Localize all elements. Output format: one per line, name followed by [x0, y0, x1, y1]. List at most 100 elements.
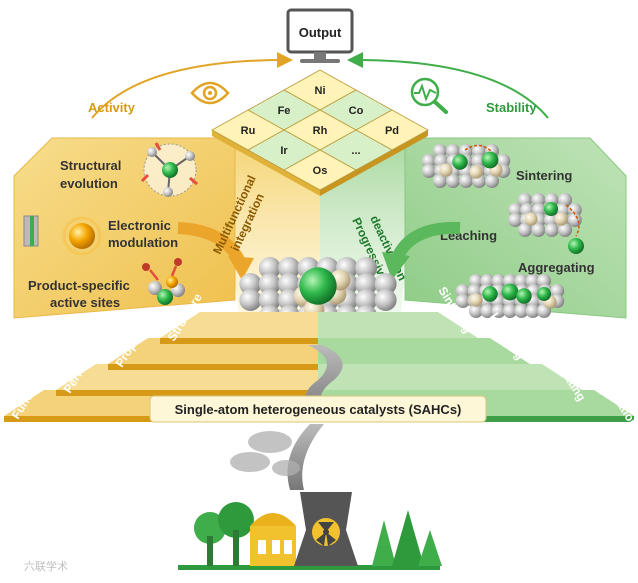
magnifier-pulse-icon [410, 77, 448, 114]
support-atom [508, 203, 523, 217]
support-atom [455, 294, 470, 308]
stability-label: Stability [486, 100, 537, 115]
support-atom [446, 174, 461, 188]
support-atom [278, 273, 301, 295]
metal-atom [516, 288, 532, 304]
evolution-label: evolution [60, 176, 118, 191]
support-atom [374, 289, 397, 311]
support-atom [532, 203, 547, 217]
support-atom [543, 213, 558, 227]
support-atom [544, 223, 559, 237]
sahc-banner: Single-atom heterogeneous catalysts (SAH… [149, 395, 487, 423]
element-symbol: Os [313, 165, 328, 177]
support-atom [374, 273, 397, 295]
left-step [56, 364, 318, 390]
support-atom [567, 203, 582, 217]
stability-curve [347, 52, 549, 119]
activity-label: Activity [88, 100, 136, 115]
left-step [160, 312, 318, 338]
support-atom [459, 174, 473, 188]
electron-orb-icon [69, 223, 95, 249]
stability-flow-arrow [390, 221, 461, 263]
left-step [108, 338, 318, 364]
stability-flow-arrowhead [382, 252, 410, 280]
support-atom [355, 273, 378, 295]
right-step [318, 338, 530, 364]
right-step [318, 364, 582, 390]
support-atom [496, 154, 511, 168]
support-atom [484, 174, 499, 188]
dopant-atom [439, 163, 453, 177]
support-atom [258, 273, 281, 295]
product-specific-label: Product-specific [28, 278, 130, 293]
active-sites-label: active sites [50, 295, 120, 310]
support-atom [525, 304, 540, 318]
support-atom [567, 213, 582, 227]
modulation-label: modulation [108, 235, 178, 250]
factory-scene [178, 492, 442, 570]
support-atom [558, 223, 573, 237]
support-atom [239, 273, 262, 295]
electrode-strip [30, 216, 34, 246]
support-atom [508, 213, 523, 227]
lower-road [287, 424, 324, 490]
right-step [318, 312, 478, 338]
support-atom [446, 144, 461, 158]
support-atom [531, 223, 546, 237]
activity-flow-arrowhead [228, 256, 254, 280]
output-label: Output [299, 25, 342, 40]
element-symbol: Ni [315, 85, 326, 97]
eye-icon [190, 81, 230, 105]
element-symbol: Co [349, 105, 364, 117]
support-atom [421, 154, 436, 168]
element-symbol: ... [351, 145, 360, 157]
support-atom [517, 223, 532, 237]
sahc-banner-label: Single-atom heterogeneous catalysts (SAH… [175, 402, 462, 417]
support-atom [514, 274, 529, 288]
metal-atom [501, 283, 519, 301]
support-atom [471, 154, 486, 168]
support-atom [503, 304, 517, 318]
support-atom [531, 193, 546, 207]
sintering-path [464, 144, 493, 153]
support-atom [239, 289, 262, 311]
support-atom [459, 144, 473, 158]
aggregating-panel-label: Aggregating [518, 260, 595, 275]
dopant-atom [554, 212, 568, 226]
dopant-atom [524, 212, 538, 226]
metal-atom [537, 287, 551, 301]
element-symbol: Ru [241, 125, 256, 137]
support-atom [514, 304, 529, 318]
support-atom [455, 284, 470, 298]
smoke-cloud [230, 431, 300, 476]
support-atom [491, 304, 506, 318]
metal-atom [452, 154, 468, 170]
element-symbol: Rh [313, 125, 328, 137]
support-atom [421, 164, 436, 178]
electron-orb-glow [62, 216, 102, 256]
activity-flow-arrow [177, 222, 246, 265]
metal-atom [481, 151, 499, 169]
product-molecule-icon [142, 258, 185, 305]
structural-label: Structural [60, 158, 121, 173]
metal-atom [544, 202, 558, 216]
sintering-cluster [421, 144, 511, 188]
activity-curve [91, 52, 293, 119]
element-tile: Os [283, 149, 357, 196]
support-atom [355, 289, 378, 311]
support-atom [491, 274, 506, 288]
support-atom [278, 257, 301, 279]
support-atom [468, 304, 483, 318]
element-symbol: Pd [385, 125, 399, 137]
aggregating-cluster [455, 274, 565, 318]
structural-evolution-molecule-icon [140, 142, 198, 197]
support-atom [433, 174, 448, 188]
dopant-atom [469, 165, 483, 179]
dopant-atom [469, 293, 483, 307]
output-monitor: Output [286, 8, 354, 63]
watermark-text: 六联学术 [24, 559, 68, 573]
element-symbol: Ir [280, 145, 288, 157]
